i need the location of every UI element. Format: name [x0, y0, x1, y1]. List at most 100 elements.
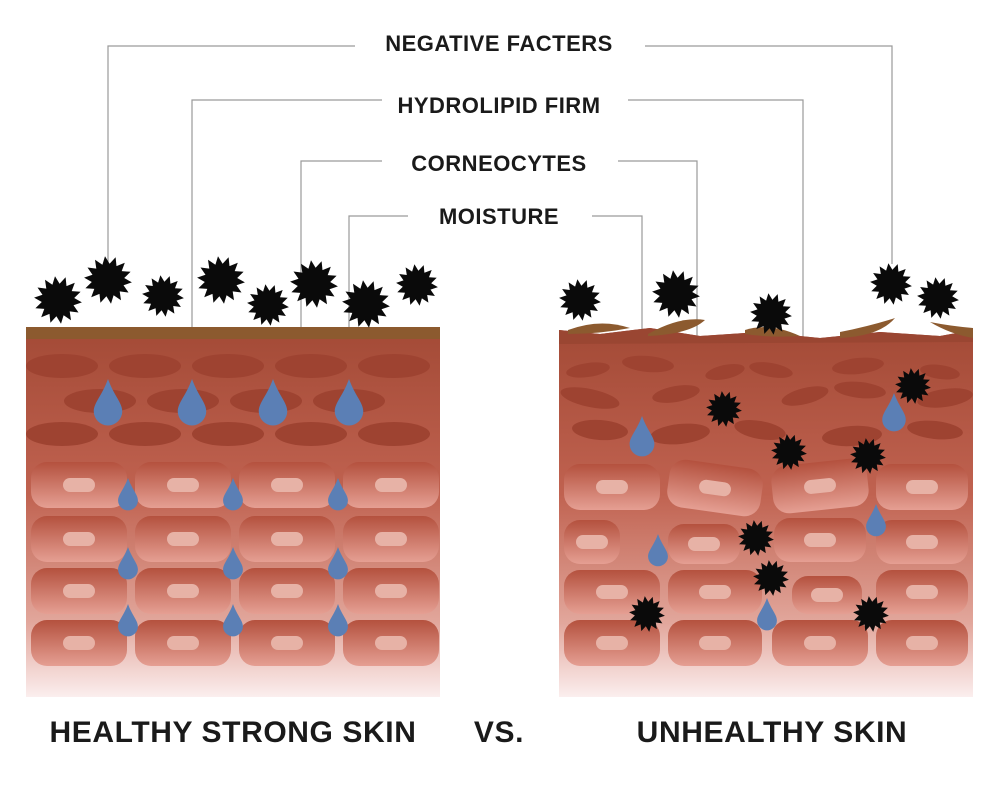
droplet-icon [118, 604, 138, 637]
droplet-icon [629, 416, 655, 457]
spiky-particle-icon [197, 256, 245, 304]
cell-nucleus [375, 478, 407, 492]
corneocyte-cell [239, 462, 335, 508]
droplet-icon [757, 598, 777, 631]
spiky-particle-icon [396, 264, 438, 306]
corneocyte-cell [792, 576, 862, 614]
spiky-particle-icon [917, 277, 959, 319]
corneocyte-cell [31, 568, 127, 614]
droplet-icon [328, 478, 348, 511]
corneocyte-cell [31, 516, 127, 562]
cell-nucleus [167, 636, 199, 650]
cell-nucleus [688, 537, 720, 551]
damaged-corneocyte [650, 423, 710, 445]
droplet-icon [328, 604, 348, 637]
damaged-corneocyte [832, 357, 884, 375]
spiky-particle-icon [342, 280, 390, 328]
corneocyte-cell [135, 516, 231, 562]
flattened-corneocyte [109, 354, 181, 378]
cell-nucleus [906, 585, 938, 599]
cell-nucleus [167, 532, 199, 546]
flattened-corneocyte [275, 354, 347, 378]
damaged-corneocyte [566, 362, 610, 378]
damaged-corneocyte [907, 420, 963, 440]
droplet-icon [866, 504, 886, 537]
cell-nucleus [699, 636, 731, 650]
cell-nucleus [63, 636, 95, 650]
leader-line [645, 45, 893, 264]
corneocyte-cell [343, 516, 439, 562]
corneocyte-cell [343, 620, 439, 666]
corneocyte-cell [774, 518, 866, 562]
droplet-icon [334, 379, 364, 426]
damaged-corneocyte [834, 381, 886, 399]
corneocyte-cell [239, 620, 335, 666]
peeling-hydrolipid-flake [568, 323, 630, 334]
spiky-particle-icon [753, 560, 789, 596]
corneocyte-cell [239, 568, 335, 614]
label-negative-facters: NEGATIVE FACTERS [381, 31, 617, 57]
cell-nucleus [271, 478, 303, 492]
damaged-corneocyte [652, 385, 700, 403]
spiky-particle-icon [559, 279, 601, 321]
flattened-corneocyte [192, 422, 264, 446]
cell-nucleus [906, 535, 938, 549]
corneocyte-cell [668, 524, 740, 564]
corneocyte-cell [564, 570, 660, 614]
leader-line [348, 215, 408, 378]
corneocyte-cell [668, 620, 762, 666]
corneocyte-cell [564, 464, 660, 510]
flattened-corneocyte [358, 422, 430, 446]
spiky-particle-icon [247, 284, 289, 326]
corneocyte-cell [31, 620, 127, 666]
droplet-icon [648, 534, 668, 567]
corneocyte-cell [876, 620, 968, 666]
spiky-particle-icon [652, 270, 700, 318]
peeling-hydrolipid-flake [930, 322, 973, 338]
leader-line [628, 99, 804, 392]
corneocyte-cell [564, 620, 660, 666]
cell-nucleus [271, 636, 303, 650]
cell-nucleus [63, 478, 95, 492]
spiky-particle-icon [34, 276, 82, 324]
cell-nucleus [596, 480, 628, 494]
caption-vs: VS. [473, 716, 525, 749]
damaged-corneocyte [920, 364, 960, 380]
damaged-corneocyte [572, 419, 628, 441]
damaged-corneocyte [705, 363, 745, 381]
cell-nucleus [375, 532, 407, 546]
droplet-icon [118, 478, 138, 511]
peeling-hydrolipid-flake [840, 318, 895, 338]
droplet-icon [93, 379, 123, 426]
spiky-particle-icon [738, 520, 774, 556]
cell-nucleus [271, 532, 303, 546]
caption-unhealthy: UNHEALTHY SKIN [636, 716, 908, 749]
label-corneocytes: CORNEOCYTES [407, 151, 591, 177]
flattened-corneocyte [192, 354, 264, 378]
corneocyte-cell [771, 458, 869, 514]
caption-healthy: HEALTHY STRONG SKIN [49, 716, 417, 749]
corneocyte-cell [876, 464, 968, 510]
spiky-particle-icon [142, 275, 184, 317]
spiky-particle-icon [706, 391, 742, 427]
cell-nucleus [596, 636, 628, 650]
leader-line [107, 45, 355, 262]
corneocyte-cell [135, 462, 231, 508]
flattened-corneocyte [275, 422, 347, 446]
droplet-icon [223, 604, 243, 637]
droplet-icon [328, 547, 348, 580]
spiky-particle-icon [290, 260, 338, 308]
corneocyte-cell [668, 570, 762, 614]
corneocyte-cell [239, 516, 335, 562]
unhealthy-skin-panel [559, 263, 973, 697]
cell-nucleus [811, 588, 843, 602]
label-hydrolipid-firm: HYDROLIPID FIRM [393, 93, 605, 119]
flattened-corneocyte [109, 422, 181, 446]
cell-nucleus [699, 479, 731, 497]
spiky-particle-icon [84, 256, 132, 304]
cell-nucleus [699, 585, 731, 599]
cell-nucleus [375, 584, 407, 598]
cell-nucleus [375, 636, 407, 650]
peeling-hydrolipid-flake [648, 319, 705, 336]
